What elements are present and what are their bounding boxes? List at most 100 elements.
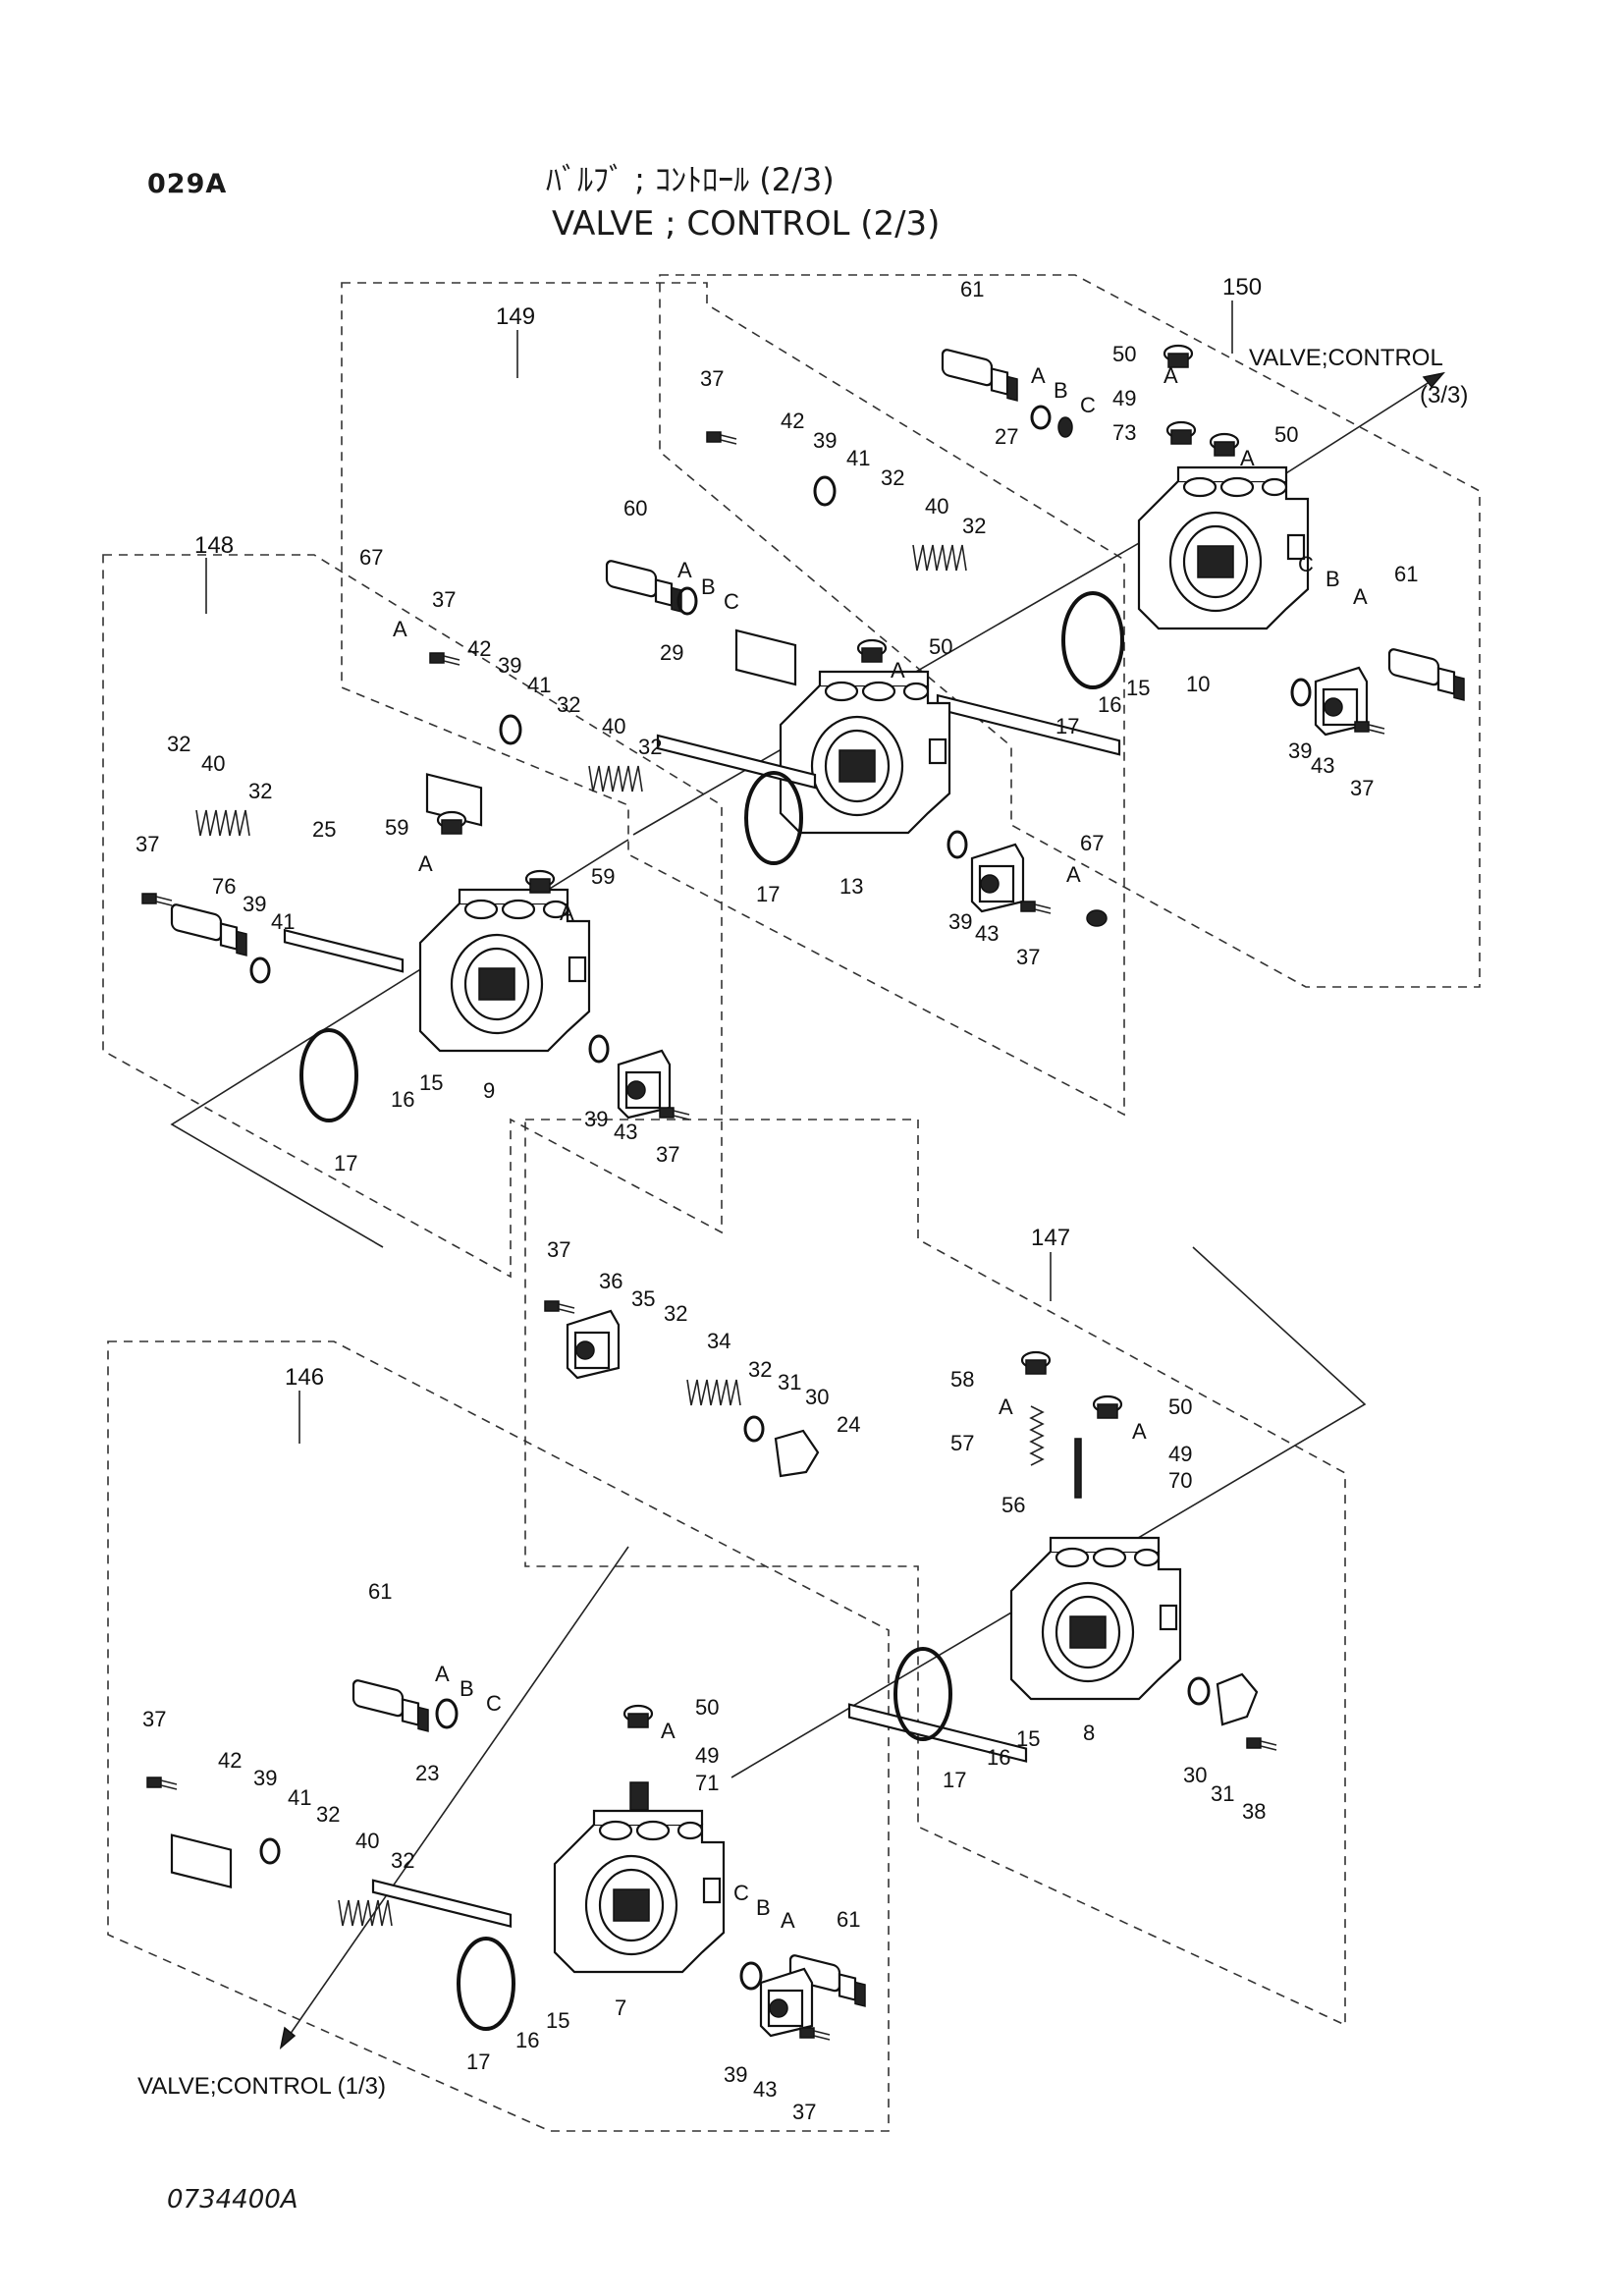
g149-label-Aa: A <box>393 617 407 641</box>
g149-label-40: 40 <box>602 714 625 738</box>
g148-label-37: 37 <box>135 832 159 856</box>
g147-label-34: 34 <box>707 1329 730 1353</box>
frame-150 <box>659 274 1481 988</box>
g150-label-Aa: A <box>1163 363 1178 388</box>
g147-label-16: 16 <box>987 1745 1010 1770</box>
g146-label-37r: 37 <box>792 2100 816 2124</box>
g150-label-37: 37 <box>700 366 724 391</box>
g146-label-16: 16 <box>515 2028 539 2052</box>
g147-label-17: 17 <box>943 1768 966 1792</box>
ref-prev-label: VALVE;CONTROL (1/3) <box>137 2073 386 2100</box>
frame-149 <box>341 282 1125 1117</box>
g149-label-B: B <box>701 574 716 599</box>
g148-label-59a: 59 <box>385 815 408 840</box>
g149-label-17: 17 <box>756 882 780 906</box>
g149-label-29: 29 <box>660 640 683 665</box>
g148-label-25: 25 <box>312 817 336 842</box>
g146-label-61r: 61 <box>837 1907 860 1932</box>
frame-148 <box>102 554 723 1279</box>
g150-label-41: 41 <box>846 446 870 470</box>
g147-label-35: 35 <box>631 1286 655 1311</box>
g149-label-Ab: A <box>891 658 905 683</box>
g146-label-23: 23 <box>415 1761 439 1785</box>
g150-label-43: 43 <box>1311 753 1334 778</box>
g150-label-10: 10 <box>1186 672 1210 696</box>
ref-next-label: VALVE;CONTROL <box>1249 345 1443 371</box>
g148-label-9: 9 <box>483 1078 495 1103</box>
g150-label-50a: 50 <box>1112 342 1136 366</box>
g150-label-Ar: A <box>1353 584 1368 609</box>
g148-label-15: 15 <box>419 1070 443 1095</box>
g146-label-C: C <box>486 1691 502 1716</box>
arrow-to-sheet-1 <box>280 1546 629 2049</box>
g149-label-A: A <box>677 558 692 582</box>
g149-label-32b: 32 <box>638 735 662 759</box>
g146-label-15: 15 <box>546 2008 569 2033</box>
g149-label-43: 43 <box>975 921 999 946</box>
g147-label-8: 8 <box>1083 1721 1095 1745</box>
g149-label-37r: 37 <box>1016 945 1040 969</box>
g150-label-16: 16 <box>1098 692 1121 717</box>
g148-label-76: 76 <box>212 874 236 899</box>
g146-label-40: 40 <box>355 1829 379 1853</box>
g150-label-39: 39 <box>813 428 837 453</box>
frame-146 <box>107 1340 890 2132</box>
group-148-id: 148 <box>194 532 234 559</box>
g147-label-30r: 30 <box>1183 1763 1207 1787</box>
g149-label-50: 50 <box>929 634 952 659</box>
g148-label-Ab: A <box>560 901 574 925</box>
g150-label-50b: 50 <box>1274 422 1298 447</box>
g150-label-Br: B <box>1325 567 1340 591</box>
g148-label-40: 40 <box>201 751 225 776</box>
group-147-id: 147 <box>1031 1225 1070 1251</box>
g150-label-C: C <box>1080 393 1096 417</box>
g150-label-A: A <box>1031 363 1046 388</box>
g147-label-31r: 31 <box>1211 1781 1234 1806</box>
g150-label-61: 61 <box>960 277 984 301</box>
g148-label-39: 39 <box>243 892 266 916</box>
g149-label-C: C <box>724 589 739 614</box>
g146-label-17: 17 <box>466 2050 490 2074</box>
g146-label-71: 71 <box>695 1771 719 1795</box>
group-150-id: 150 <box>1222 274 1262 301</box>
g149-label-Ar: A <box>1066 862 1081 887</box>
g146-label-A: A <box>435 1662 450 1686</box>
g150-label-39r: 39 <box>1288 738 1312 763</box>
g150-label-B: B <box>1054 378 1068 403</box>
g147-label-Aa: A <box>999 1394 1013 1419</box>
g149-label-42: 42 <box>467 636 491 661</box>
g150-label-27: 27 <box>995 424 1018 449</box>
g150-label-73: 73 <box>1112 420 1136 445</box>
g149-label-67r: 67 <box>1080 831 1104 855</box>
title-japanese: ﾊﾞﾙﾌﾞ ; ｺﾝﾄﾛｰﾙ (2/3) <box>546 161 835 198</box>
g147-label-50: 50 <box>1168 1394 1192 1419</box>
g148-label-32b: 32 <box>248 779 272 803</box>
g149-label-32a: 32 <box>557 692 580 717</box>
g146-label-Ar: A <box>781 1908 795 1933</box>
page-code: 029A <box>147 169 228 199</box>
g146-label-41: 41 <box>288 1785 311 1810</box>
g150-label-42: 42 <box>781 409 804 433</box>
g149-label-37: 37 <box>432 587 456 612</box>
g147-label-32a: 32 <box>664 1301 687 1326</box>
g146-label-Cr: C <box>733 1881 749 1905</box>
g149-label-41: 41 <box>527 673 551 697</box>
frame-147 <box>524 1119 1346 2027</box>
g148-label-Aa: A <box>418 851 433 876</box>
g150-label-32a: 32 <box>881 465 904 490</box>
g146-label-43: 43 <box>753 2077 777 2102</box>
g148-label-43: 43 <box>614 1120 637 1144</box>
g146-label-32a: 32 <box>316 1802 340 1827</box>
g146-label-B: B <box>460 1676 474 1701</box>
g147-label-38: 38 <box>1242 1799 1266 1824</box>
g149-label-60: 60 <box>623 496 647 520</box>
g147-label-37: 37 <box>547 1237 570 1262</box>
drawing-number: 0734400A <box>167 2185 298 2214</box>
group-146-id: 146 <box>285 1364 324 1391</box>
g148-label-32a: 32 <box>167 732 190 756</box>
g148-label-39r: 39 <box>584 1107 608 1131</box>
title-english: VALVE ; CONTROL (2/3) <box>552 204 941 244</box>
g147-label-31: 31 <box>778 1370 801 1394</box>
g146-label-50: 50 <box>695 1695 719 1720</box>
